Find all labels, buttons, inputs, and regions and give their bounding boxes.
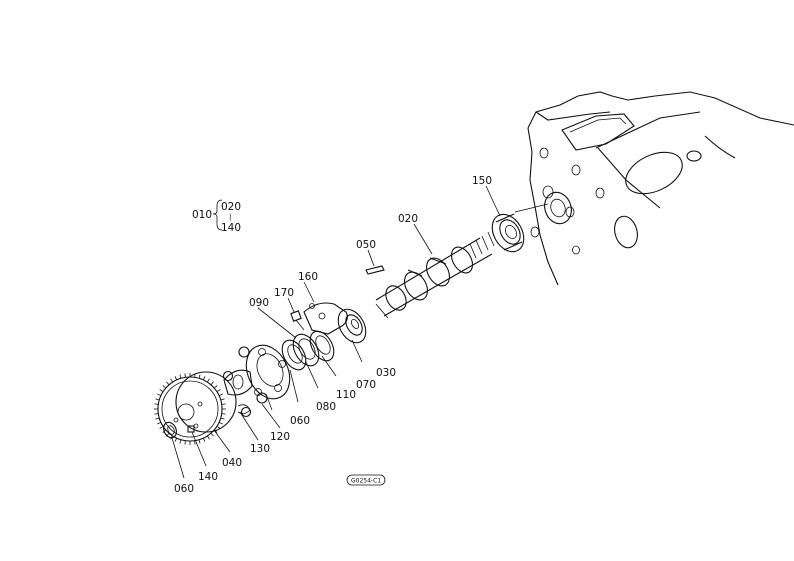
gear-tooth <box>155 398 160 401</box>
gear-tooth <box>206 435 210 440</box>
gear-tooth <box>170 378 174 383</box>
gear-tooth <box>174 437 178 442</box>
group-parent-label: 010 <box>192 209 212 221</box>
gear-tooth <box>210 432 214 437</box>
group-to-label: 140 <box>221 222 241 234</box>
group-from-label: 020 <box>221 201 241 213</box>
assembly-group-010: 010 020 | 140 <box>192 199 241 234</box>
thrust-plate-160 <box>303 302 348 335</box>
part-label-130: 130 <box>250 443 270 455</box>
gear-tooth <box>174 376 178 381</box>
gear-tooth <box>155 417 160 420</box>
ball-bearing-150 <box>491 213 525 253</box>
gear-tooth <box>179 374 182 379</box>
gear-tooth <box>202 437 206 442</box>
gear-tooth <box>206 378 210 383</box>
ball-bearing-030 <box>337 308 367 344</box>
leader-lines <box>171 185 501 479</box>
gear-tooth <box>194 440 196 445</box>
steel-balls-120 <box>222 346 268 418</box>
cam-gear-040 <box>154 371 237 445</box>
gear-tooth <box>221 413 226 415</box>
part-label-090: 080 <box>316 401 336 413</box>
gear-tooth <box>218 393 223 397</box>
engine-block-outline <box>514 91 794 286</box>
part-label-110: 110 <box>336 389 356 401</box>
gear-tooth <box>194 373 196 378</box>
gear-tooth <box>154 413 159 415</box>
part-label-020: 020 <box>398 213 418 225</box>
gear-tooth <box>157 421 162 425</box>
gear-tooth <box>154 403 159 405</box>
nut-140 <box>187 425 195 433</box>
gear-tooth <box>198 374 201 379</box>
gear-tooth <box>159 389 164 393</box>
gear-tooth <box>210 381 214 386</box>
camshaft-020 <box>375 231 495 319</box>
part-label-120: 120 <box>270 431 290 443</box>
ring-stack-080-090-100-110 <box>281 330 335 371</box>
bolt-170 <box>290 310 305 331</box>
key-050 <box>365 265 385 275</box>
gear-tooth <box>184 373 186 378</box>
governor-weights-130 <box>223 369 253 414</box>
gear-tooth <box>218 421 223 425</box>
gear-tooth <box>213 385 218 389</box>
gear-tooth <box>202 376 206 381</box>
snap-ring-060 <box>163 421 177 439</box>
gear-tooth <box>220 398 225 401</box>
gear-tooth <box>157 393 162 397</box>
part-label-070: 060 <box>290 415 310 427</box>
part-label-050: 050 <box>356 239 376 251</box>
gear-tooth <box>221 403 226 405</box>
part-label-140: 140 <box>198 471 218 483</box>
part-label-040: 040 <box>222 457 242 469</box>
gear-tooth <box>220 417 225 420</box>
gear-tooth <box>198 439 201 444</box>
gear-tooth <box>184 440 186 445</box>
part-label-160: 160 <box>298 271 318 283</box>
part-label-060: 060 <box>174 483 194 495</box>
gear-tooth <box>166 381 170 386</box>
gear-tooth <box>216 425 221 429</box>
gear-tooth <box>216 389 221 393</box>
part-label-170: 170 <box>274 287 294 299</box>
part-label-030: 030 <box>376 367 396 379</box>
gear-tooth <box>162 385 167 389</box>
drawing-reference-tag: G0254-C1 <box>346 474 386 486</box>
part-label-150: 150 <box>472 175 492 187</box>
part-label-080: 070 <box>356 379 376 391</box>
gear-tooth <box>179 439 182 444</box>
group-range-mark: | <box>229 213 231 221</box>
drawing-reference-text: G0254-C1 <box>351 478 381 485</box>
gear-tooth <box>159 425 164 429</box>
part-label-100: 090 <box>249 297 269 309</box>
